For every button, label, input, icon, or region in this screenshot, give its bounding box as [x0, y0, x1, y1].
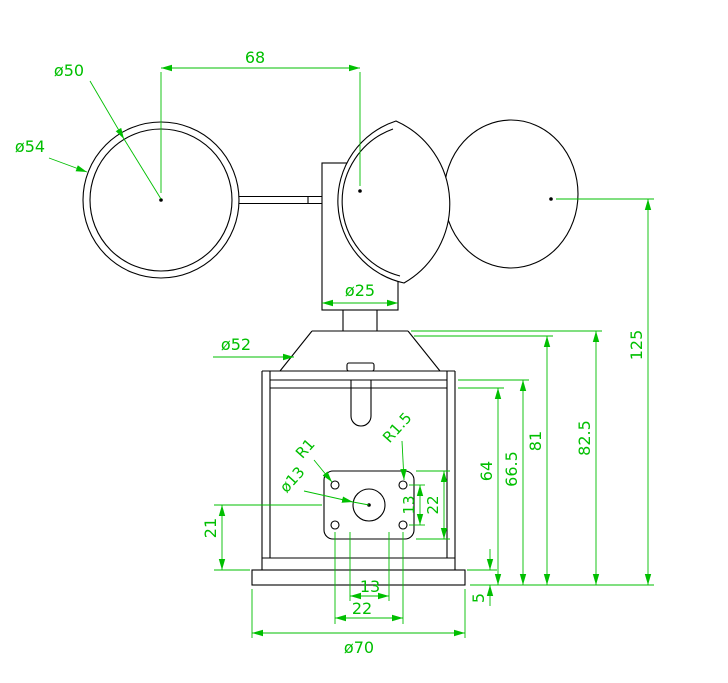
dim-66-5: 66.5: [458, 379, 529, 585]
dim-68: 68: [160, 48, 361, 193]
dia-50-label: ø50: [54, 61, 84, 80]
housing: [251, 309, 466, 586]
right-cup-body: [443, 119, 579, 269]
dim-81: 81: [414, 335, 553, 585]
dim-13-vertical: 13: [400, 484, 425, 526]
sensor-shaft-bottom: [350, 415, 372, 427]
dim-82-5: 82.5: [411, 330, 602, 585]
dim-13-vertical-label: 13: [400, 495, 418, 514]
dim-68-label: 68: [245, 48, 265, 67]
dim-22-vertical-label: 22: [424, 495, 442, 514]
dim-22-horizontal: 22: [334, 532, 404, 624]
r1-label: R1: [292, 435, 319, 462]
dim-21-label: 21: [201, 518, 220, 538]
r1-5-label: R1.5: [379, 409, 415, 447]
dim-21: 21: [201, 504, 322, 571]
right-cup: [443, 119, 579, 269]
dim-dia52: ø52: [213, 335, 294, 361]
middle-cup-center-dot: [358, 189, 362, 193]
left-cup-center-dot: [159, 198, 163, 202]
dim-13-horizontal-label: 13: [360, 577, 380, 596]
plate-hole-bottom-right: [398, 520, 408, 530]
dia-70-label: ø70: [344, 638, 374, 657]
dim-r1-5: R1.5: [379, 409, 415, 481]
dim-64: 64: [458, 387, 504, 585]
right-cup-center-dot: [549, 197, 553, 201]
dim-66-5-label: 66.5: [502, 451, 521, 487]
rotor-arm: [239, 195, 322, 205]
middle-cup: [337, 120, 451, 284]
dim-dia54: ø54: [15, 137, 88, 173]
dim-5: 5: [467, 549, 497, 606]
dia-13-label: ø13: [276, 463, 308, 496]
plate-hole-bottom-left: [330, 520, 340, 530]
dim-82-5-label: 82.5: [575, 420, 594, 456]
dim-13-horizontal: 13: [349, 532, 390, 601]
plate-hole-top-right: [398, 480, 408, 490]
dim-dia70: ø70: [251, 589, 466, 657]
dim-22-vertical: 22: [416, 470, 450, 540]
dim-22-horizontal-label: 22: [352, 599, 372, 618]
plate-center-hole: [352, 488, 386, 522]
dim-5-label: 5: [469, 593, 488, 603]
middle-cup-rim: [341, 128, 401, 277]
dim-125-label: 125: [627, 330, 646, 361]
dia-25-label: ø25: [345, 281, 375, 300]
base-flange: [251, 569, 466, 586]
middle-cup-body: [337, 120, 451, 284]
dim-125: 125: [556, 198, 654, 585]
dim-81-label: 81: [526, 431, 545, 451]
dim-dia50: ø50: [54, 61, 162, 200]
top-tab: [346, 362, 375, 372]
dim-dia25: ø25: [322, 281, 398, 307]
dia-54-label: ø54: [15, 137, 45, 156]
plate-hole-top-left: [330, 480, 340, 490]
dia-52-label: ø52: [221, 335, 251, 354]
dim-64-label: 64: [477, 461, 496, 481]
